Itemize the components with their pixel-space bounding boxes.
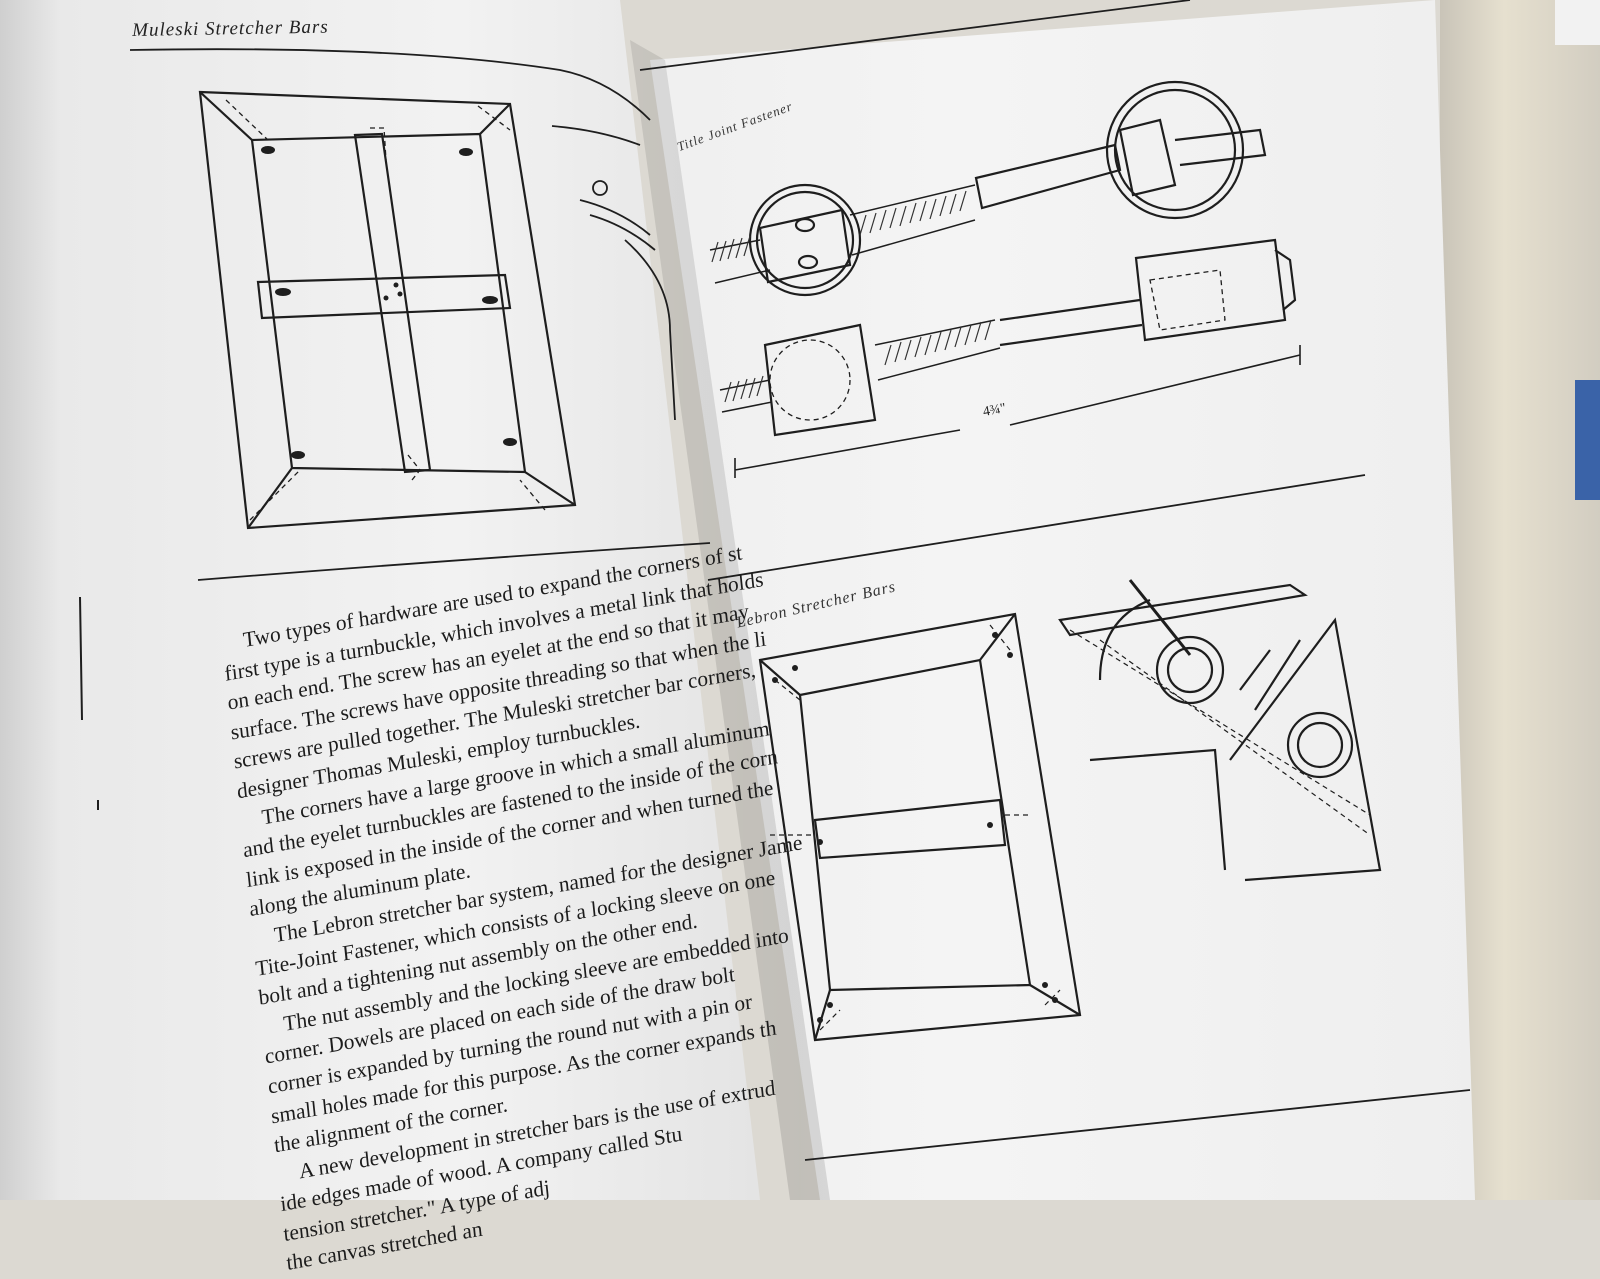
lebron-frame-diagram xyxy=(758,612,1082,1042)
background-paper-tag xyxy=(1555,0,1600,45)
tite-joint-fastener-diagram xyxy=(709,80,1301,478)
margin-marks xyxy=(79,596,99,810)
header-rule-right xyxy=(639,0,1191,71)
background-blue-strip xyxy=(1575,380,1600,500)
rule-right-bottom xyxy=(804,1089,1471,1161)
header-rule-left xyxy=(129,48,651,121)
lebron-corner-detail xyxy=(1058,579,1382,882)
body-text: Two types of hardware are used to expand… xyxy=(220,528,869,1279)
illustrations xyxy=(79,0,1471,1161)
muleski-frame-diagram xyxy=(198,90,577,530)
rule-right-mid xyxy=(707,474,1366,581)
rule-left-mid xyxy=(197,542,711,581)
muleski-corner-detail xyxy=(551,125,676,421)
running-head: Muleski Stretcher Bars xyxy=(132,16,329,41)
book-photo: Muleski Stretcher Bars Title Joint Faste… xyxy=(0,0,1600,1200)
left-page xyxy=(0,0,760,1200)
